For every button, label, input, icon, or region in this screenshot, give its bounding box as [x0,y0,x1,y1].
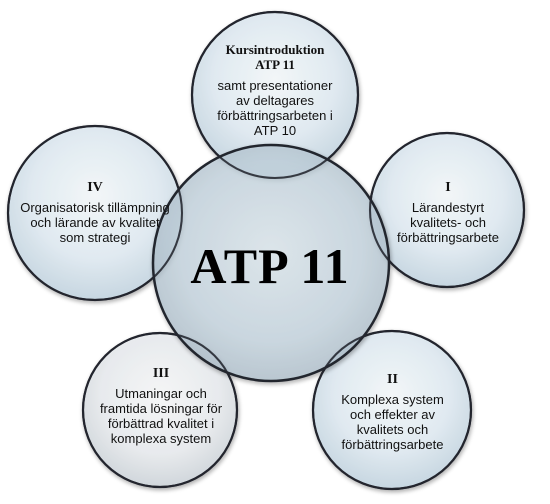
node-left-body: Organisatorisk tillämpning och lärande a… [20,200,170,245]
node-top-label: Kursintroduktion ATP 11 samt presentatio… [205,42,345,138]
node-left-numeral: IV [87,180,103,195]
node-right-body: Lärandestyrt kvalitets- och förbättrings… [397,200,499,245]
node-bottom-left-numeral: III [152,366,170,381]
node-top-heading-line1: Kursintroduktion [225,42,325,57]
node-right-numeral: I [445,180,451,195]
center-circle [151,143,391,383]
node-bottom-right-body: Komplexa system och effekter av kvalitet… [341,392,444,452]
node-bottom-right-label: II Komplexa system och effekter av kvali… [325,372,460,452]
node-left-label: IV Organisatorisk tillämpning och lärand… [20,180,170,245]
center-title: ATP 11 [190,238,350,294]
node-bottom-left-label: III Utmaningar och framtida lösningar fö… [92,366,230,446]
node-bottom-right-numeral: II [387,372,398,387]
node-bottom-left-body: Utmaningar och framtida lösningar för fö… [99,386,223,446]
node-top-heading-line2: ATP 11 [255,57,295,72]
node-top-body: samt presentationer av deltagares förbät… [217,78,333,138]
node-right-label: I Lärandestyrt kvalitets- och förbättrin… [378,180,518,245]
